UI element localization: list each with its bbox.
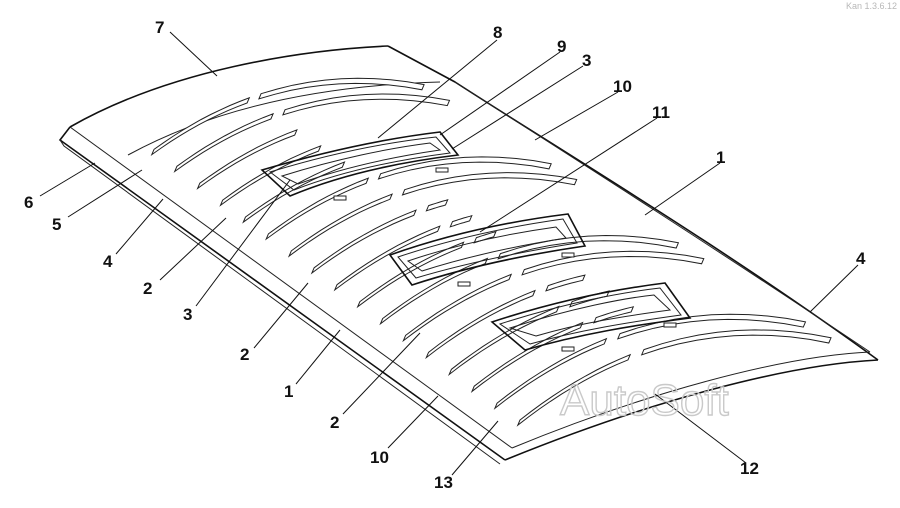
rib-slot bbox=[449, 214, 473, 228]
corner-mark: Kan 1.3.6.12 bbox=[846, 1, 897, 11]
roof-panel bbox=[58, 45, 879, 465]
panel-top-right-edge bbox=[387, 45, 879, 361]
front-bow-line bbox=[127, 81, 441, 156]
rib-slot bbox=[493, 337, 608, 410]
callout-4-left: 4 bbox=[103, 252, 113, 271]
rib-slot bbox=[425, 198, 449, 212]
panel-front-edge bbox=[69, 45, 389, 128]
rib-slot bbox=[447, 305, 560, 377]
opening-middle bbox=[388, 213, 587, 286]
callout-6: 6 bbox=[24, 193, 33, 212]
callout-11: 11 bbox=[652, 103, 670, 122]
watermark: AutoSoft bbox=[560, 376, 729, 425]
callout-2-mid: 2 bbox=[240, 345, 249, 364]
rib-slot bbox=[592, 306, 635, 324]
callout-7: 7 bbox=[155, 18, 164, 37]
callout-1-left: 1 bbox=[284, 382, 293, 401]
rib-slot bbox=[282, 93, 451, 116]
callout-3-top: 3 bbox=[582, 51, 591, 70]
panel-left-rail bbox=[59, 139, 501, 465]
rib-slot bbox=[173, 112, 275, 173]
rib-slot bbox=[401, 172, 578, 196]
callout-1-right: 1 bbox=[716, 148, 725, 167]
callout-9: 9 bbox=[557, 37, 566, 56]
callout-8: 8 bbox=[493, 23, 502, 42]
callout-3-left: 3 bbox=[183, 305, 192, 324]
rib-slot bbox=[377, 156, 552, 180]
rib-slot bbox=[287, 193, 394, 258]
rib-slot bbox=[521, 250, 705, 276]
rib-slot bbox=[425, 289, 536, 360]
rib-slot bbox=[470, 321, 584, 393]
callout-labels: 7 8 9 3 10 11 1 4 6 5 4 2 3 2 1 2 10 13 … bbox=[24, 18, 866, 492]
callout-2-left: 2 bbox=[143, 279, 152, 298]
rib-slot bbox=[258, 77, 425, 100]
panel-left-edge bbox=[58, 126, 506, 461]
rib-slot bbox=[310, 209, 417, 275]
opening-rear bbox=[490, 282, 692, 351]
rib-slot bbox=[150, 96, 251, 157]
sunroof-openings bbox=[260, 131, 692, 352]
callout-4-right: 4 bbox=[856, 249, 866, 268]
panel-right-rail bbox=[454, 81, 871, 353]
rib-slot bbox=[333, 225, 441, 292]
panel-rear-edge-inner bbox=[511, 351, 871, 449]
rib-slot bbox=[516, 353, 632, 427]
panel-left-edge-inner bbox=[69, 126, 513, 449]
rib-slot bbox=[379, 257, 489, 326]
leader-lines bbox=[39, 31, 859, 476]
rib-slot bbox=[242, 161, 346, 224]
opening-front bbox=[260, 131, 460, 197]
panel-rear-edge bbox=[504, 359, 879, 461]
rib-slot bbox=[219, 145, 322, 207]
callout-10-bottom: 10 bbox=[370, 448, 389, 467]
rib-slot bbox=[402, 273, 513, 343]
rib-slot bbox=[356, 241, 465, 309]
callout-2-bottom: 2 bbox=[330, 413, 339, 432]
rib-slot bbox=[640, 329, 832, 356]
rib-slot bbox=[196, 129, 298, 190]
callout-10-top: 10 bbox=[613, 77, 632, 96]
rib-slot bbox=[545, 274, 586, 292]
stamped-ribs bbox=[150, 77, 832, 427]
rib-slot bbox=[265, 177, 370, 241]
callout-5: 5 bbox=[52, 215, 61, 234]
callout-12: 12 bbox=[740, 459, 759, 478]
callout-13: 13 bbox=[434, 473, 453, 492]
